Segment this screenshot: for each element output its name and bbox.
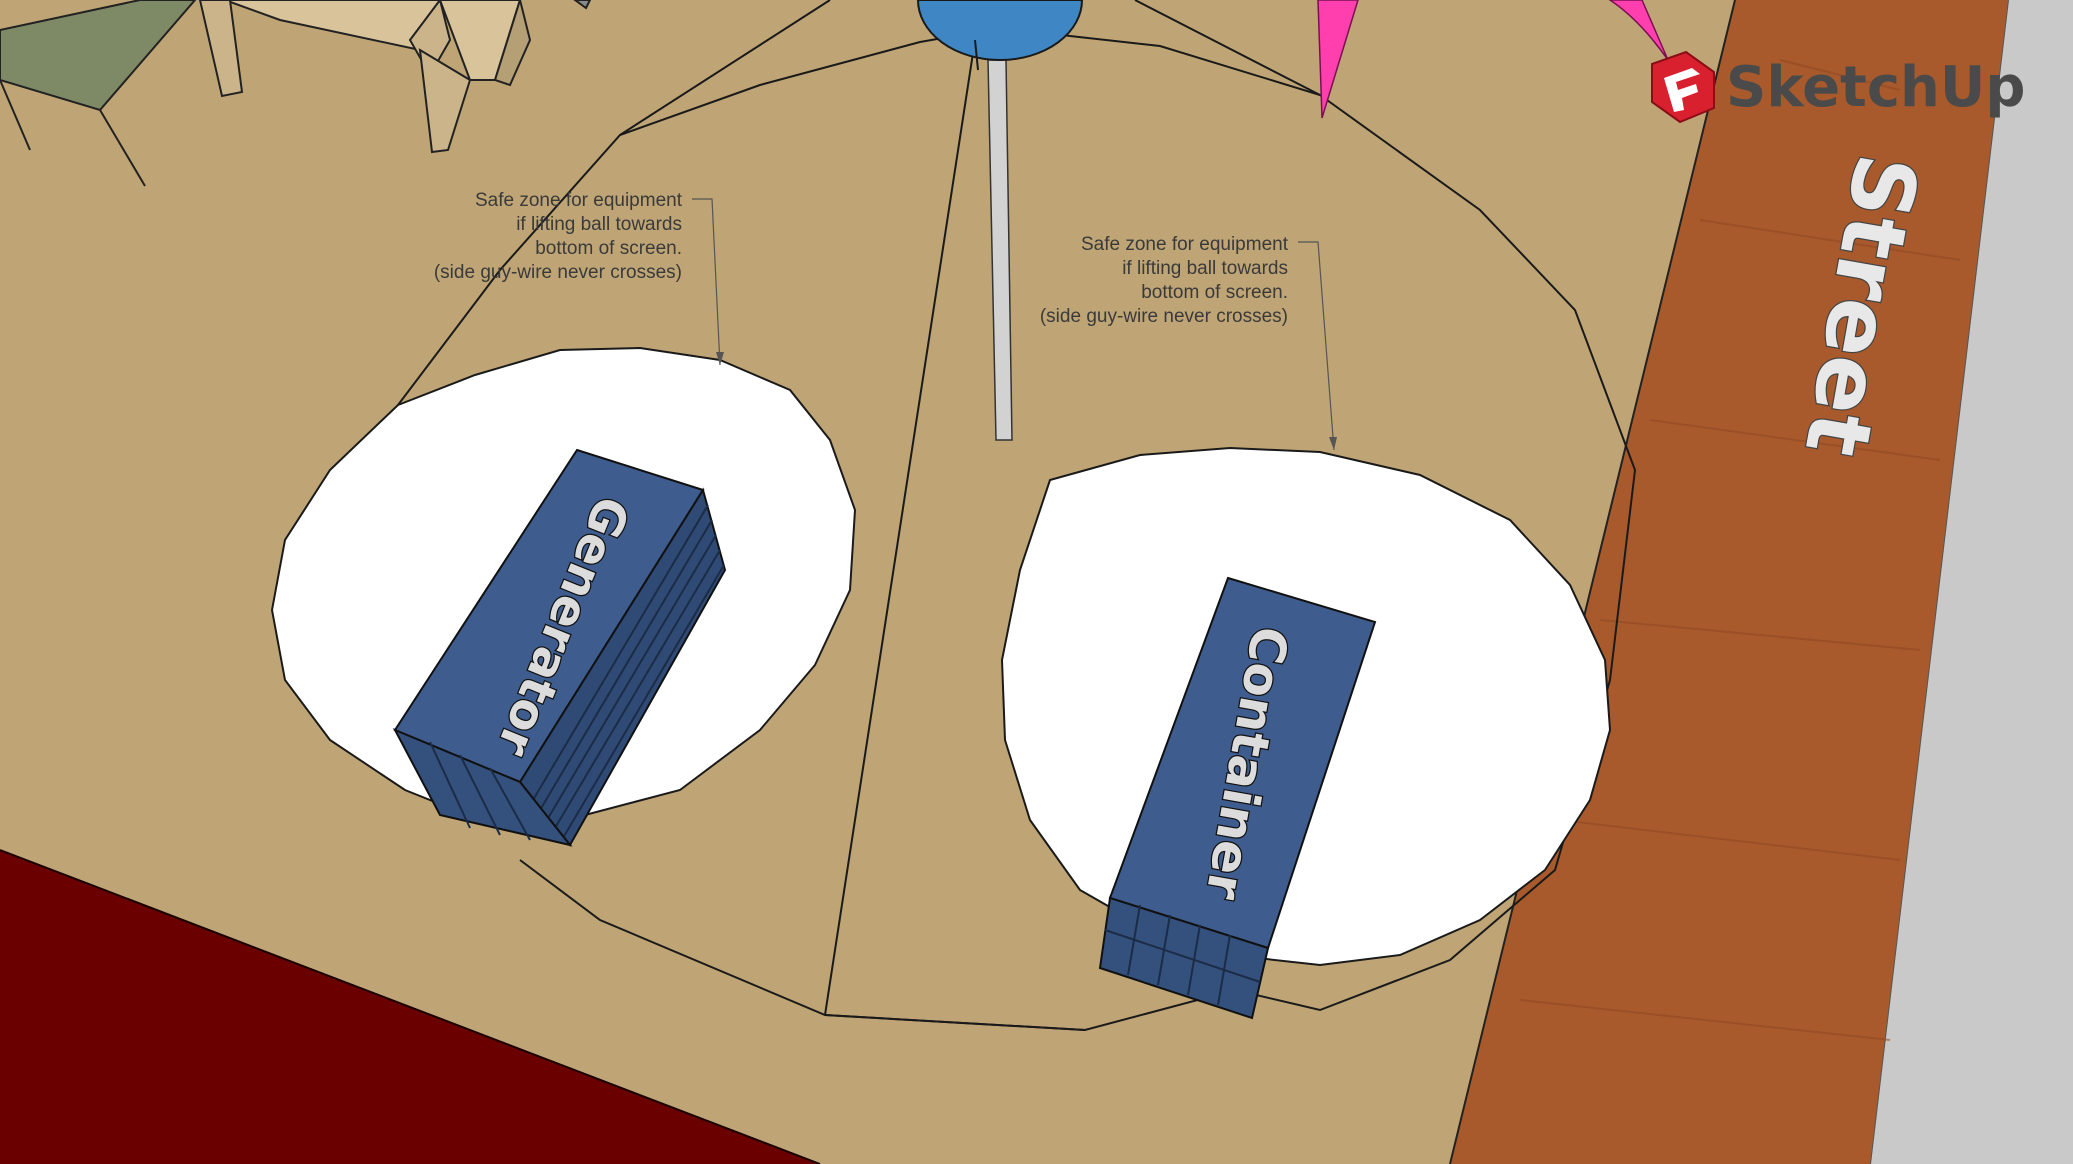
left-note-line-4: (side guy-wire never crosses) — [434, 262, 682, 283]
street-edge — [1449, 0, 1736, 1164]
generator-container[interactable]: Generator — [392, 448, 727, 847]
guy-wire-right — [1134, 0, 1321, 96]
left-note-line-1: Safe zone for equipment — [475, 190, 683, 211]
sketchup-brand-name: SketchUp — [1726, 55, 2025, 120]
right-note-line-3: bottom of screen. — [1141, 282, 1288, 303]
guy-wire-left — [619, 0, 831, 136]
tent-boundary — [397, 26, 1637, 1032]
shipping-container[interactable]: Container — [1098, 576, 1377, 1020]
street-wood-grain — [1519, 59, 1961, 1041]
guy-wire-bottom — [824, 1014, 1086, 1031]
left-note-line-3: bottom of screen. — [535, 238, 682, 259]
table-and-chair — [0, 0, 592, 187]
right-safe-zone-note: Safe zone for equipment if lifting ball … — [1040, 234, 1337, 451]
left-safe-zone-note: Safe zone for equipment if lifting ball … — [434, 190, 724, 366]
guy-wire-center — [824, 39, 976, 1016]
right-note-line-1: Safe zone for equipment — [1081, 234, 1289, 255]
right-note-line-2: if lifting ball towards — [1122, 258, 1288, 279]
left-note-line-2: if lifting ball towards — [516, 214, 682, 235]
right-note-line-4: (side guy-wire never crosses) — [1040, 306, 1288, 327]
pink-shade-sail — [1317, 0, 1359, 119]
sketchup-logo: SketchUp — [1651, 50, 2025, 124]
sketchup-logo-icon — [1651, 50, 1715, 124]
sidewalk — [1870, 0, 2073, 1164]
street — [1450, 0, 2008, 1164]
shipping-container-end — [1098, 896, 1270, 1020]
lifting-ball[interactable] — [916, 0, 1084, 71]
red-carpet-edge — [0, 849, 821, 1164]
